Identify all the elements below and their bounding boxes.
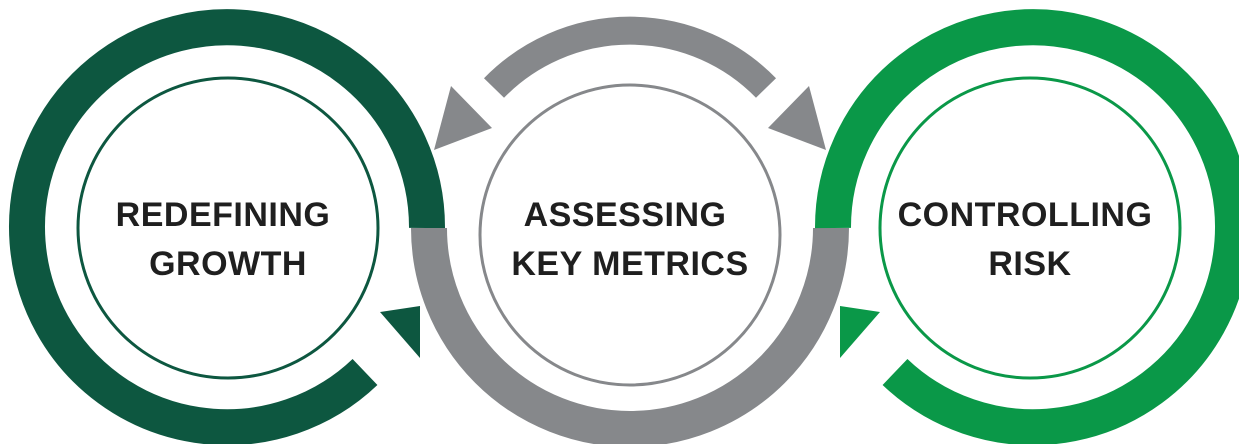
- assessing-key-metrics-label-line-1: ASSESSING: [524, 196, 727, 234]
- controlling-risk-label: CONTROLLING RISK: [898, 196, 1163, 283]
- assessing-key-metrics-cycle: ASSESSING KEY METRICS: [411, 16, 849, 444]
- assessing-key-metrics-label-line-2: KEY METRICS: [511, 245, 748, 283]
- assessing-key-metrics-lower-arc: [411, 227, 849, 444]
- redefining-growth-arrow-icon: [380, 306, 420, 358]
- assessing-key-metrics-label: ASSESSING KEY METRICS: [511, 196, 748, 283]
- redefining-growth-label-line-2: GROWTH: [149, 245, 307, 283]
- arrow-right-head-icon: [768, 86, 826, 150]
- controlling-risk-arrow-icon: [840, 306, 880, 358]
- assessing-key-metrics-upper-arc: [483, 16, 777, 98]
- redefining-growth-inner-circle: [76, 76, 380, 380]
- redefining-growth-ring-arc: [9, 9, 446, 444]
- controlling-risk-cycle: CONTROLLING RISK: [814, 9, 1239, 444]
- controlling-risk-label-line-1: CONTROLLING: [898, 196, 1153, 234]
- assessing-key-metrics-inner-circle: [478, 83, 782, 387]
- redefining-growth-cycle: REDEFINING GROWTH: [9, 9, 446, 444]
- redefining-growth-label-line-1: REDEFINING: [116, 196, 331, 234]
- redefining-growth-label: REDEFINING GROWTH: [116, 196, 341, 283]
- controlling-risk-label-line-2: RISK: [988, 245, 1071, 283]
- controlling-risk-inner-circle: [878, 76, 1182, 380]
- arrow-left-head-icon: [434, 86, 492, 150]
- controlling-risk-ring-arc: [814, 9, 1239, 444]
